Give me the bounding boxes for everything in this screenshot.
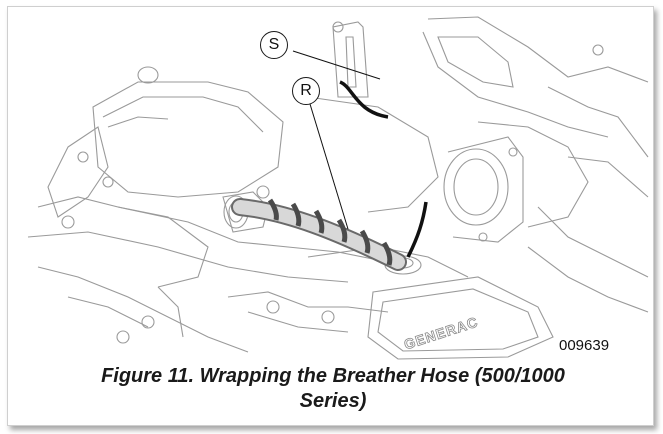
breather-hose [231, 80, 428, 271]
engine-illustration: GENERAC [27, 16, 649, 360]
caption-line-2: Series) [299, 390, 367, 412]
figure-caption: Figure 11. Wrapping the Breather Hose (5… [38, 364, 628, 414]
figure-frame: GENERAC S R 009639 Figure 11. Wrapping t… [7, 6, 654, 426]
caption-line-1: Figure 11. Wrapping the Breather Hose (5… [101, 365, 565, 387]
callout-s: S [260, 31, 288, 59]
callout-r: R [292, 77, 320, 105]
brand-engraving: GENERAC [402, 313, 480, 352]
figure-number: 009639 [559, 337, 610, 354]
